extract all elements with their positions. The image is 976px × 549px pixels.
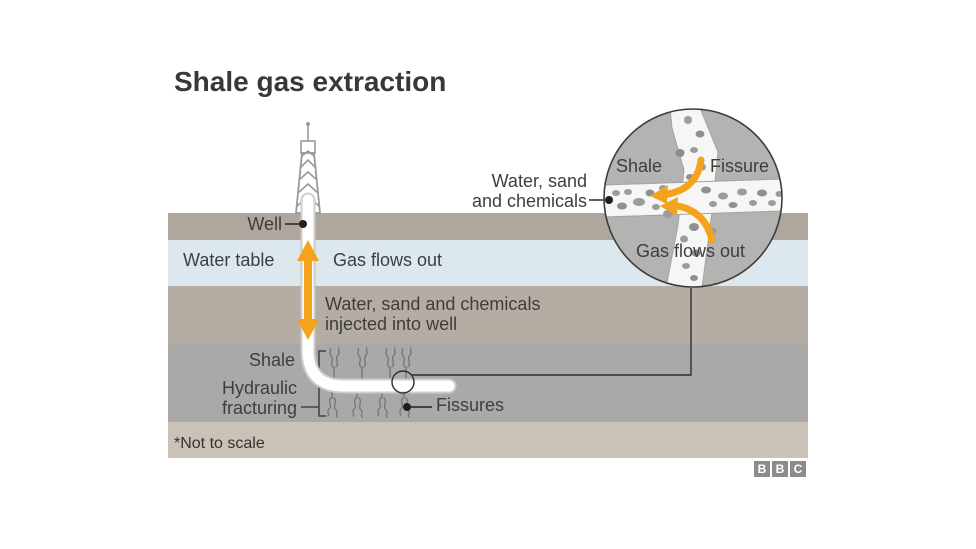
bbc-logo-letter: B xyxy=(772,461,788,477)
well-pipe xyxy=(300,192,457,394)
inset-callout-label: Water, sand and chemicals xyxy=(471,171,587,211)
layer-rock xyxy=(168,286,808,344)
bbc-logo: B B C xyxy=(754,461,806,477)
shale-label: Shale xyxy=(248,350,295,370)
fissures-label: Fissures xyxy=(436,395,505,415)
layer-base-rock xyxy=(168,422,808,458)
flow-arrows-icon xyxy=(297,240,319,340)
inset-circle xyxy=(603,108,783,288)
inset-fissure-label: Fissure xyxy=(710,156,770,176)
magnifier-ring xyxy=(391,370,415,394)
well-label: Well xyxy=(247,214,282,234)
bbc-logo-letter: C xyxy=(790,461,806,477)
gas-flow-arrow-icons xyxy=(664,156,716,244)
gas-flows-out-label: Gas flows out xyxy=(333,250,443,270)
callout-dot xyxy=(605,196,613,204)
page-title: Shale gas extraction xyxy=(174,66,447,97)
layer-shale xyxy=(168,344,808,422)
inset-connector-line xyxy=(411,288,692,376)
bbc-logo-letter: B xyxy=(754,461,770,477)
inset-shale-label: Shale xyxy=(616,156,663,176)
not-to-scale-note: *Not to scale xyxy=(174,435,265,452)
water-table-label: Water table xyxy=(183,250,275,270)
hydraulic-fracturing-label: Hydraulic fracturing xyxy=(221,378,297,418)
leader-lines xyxy=(285,199,605,411)
injection-label: Water, sand and chemicals injected into … xyxy=(325,294,541,334)
fissure-icons-top xyxy=(329,347,412,379)
inset-gas-flows-out-label: Gas flows out xyxy=(636,241,746,261)
